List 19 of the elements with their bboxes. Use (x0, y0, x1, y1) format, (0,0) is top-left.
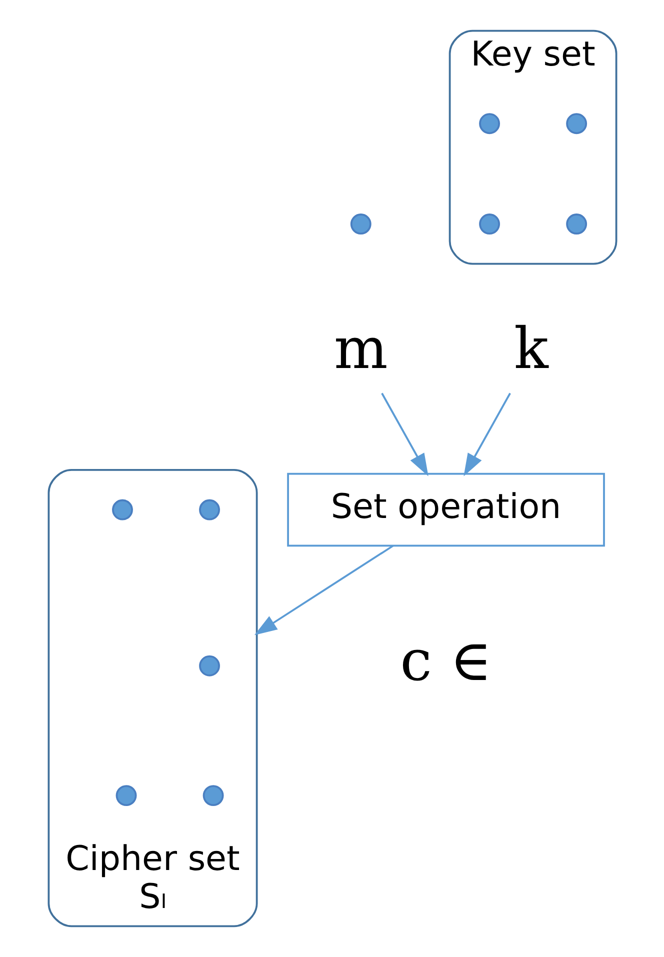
arrow (380, 392, 428, 476)
arrow (463, 392, 510, 476)
node-cross (198, 499, 220, 520)
node-cross (566, 113, 587, 134)
node-text: m (333, 316, 388, 382)
cluster: Key set (448, 30, 617, 265)
node-cross (478, 214, 500, 234)
node-cross (350, 214, 371, 234)
node-cross (478, 113, 500, 134)
node-cross (198, 655, 220, 676)
cluster: Cipher set Sₗ (47, 469, 258, 928)
arrow (254, 545, 393, 636)
node-text: k (513, 316, 548, 382)
node-cross (112, 499, 132, 520)
node-cross (115, 785, 136, 806)
node-box: Set operation (286, 472, 604, 547)
node-cross (566, 214, 587, 234)
label: c ∈ (400, 628, 492, 694)
node-cross (202, 785, 224, 806)
